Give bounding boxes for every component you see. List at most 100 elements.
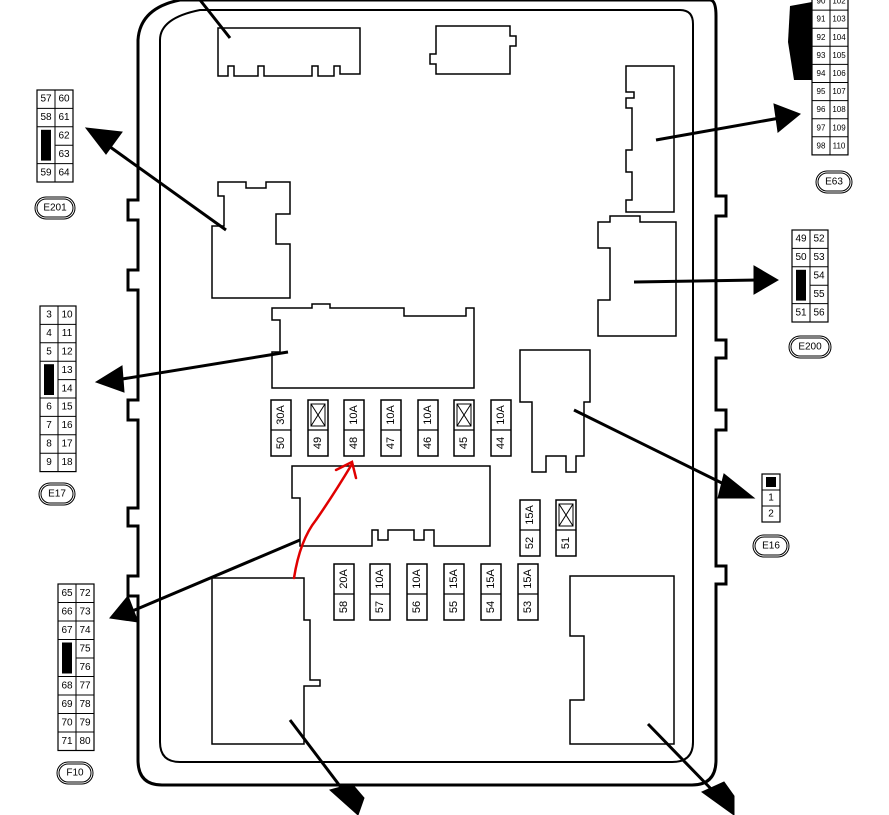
fuse-number-label: 55 bbox=[448, 601, 460, 613]
pin-label: 66 bbox=[61, 606, 73, 617]
pin-label: 98 bbox=[817, 141, 826, 150]
fuse-body bbox=[417, 399, 439, 457]
pin-label: 17 bbox=[61, 439, 73, 450]
pin-label: 73 bbox=[79, 606, 91, 617]
fuse-rating-label: 10A bbox=[348, 405, 360, 425]
pin-label: 59 bbox=[40, 167, 52, 178]
fuse-rating-label: 30A bbox=[275, 405, 287, 425]
fuse-body bbox=[380, 399, 402, 457]
empty-slot-icon bbox=[558, 503, 574, 527]
fuse-body bbox=[333, 563, 355, 621]
pin-label: 78 bbox=[79, 699, 91, 710]
connector-label-text: E16 bbox=[762, 541, 780, 552]
fuse-47: 10A 47 bbox=[380, 399, 402, 457]
housing-inner-outline bbox=[159, 9, 694, 763]
fuse-body bbox=[270, 399, 292, 457]
pin-label: 67 bbox=[61, 625, 73, 636]
pin-label: 95 bbox=[817, 87, 826, 96]
pin-label: 13 bbox=[61, 365, 73, 376]
fuse-rating-label: 20A bbox=[338, 569, 350, 589]
connector-label-text: E63 bbox=[825, 177, 843, 188]
fuse-number-label: 51 bbox=[560, 537, 572, 549]
red-annotation-arrow bbox=[292, 460, 358, 580]
relay-bottom-right bbox=[569, 575, 675, 745]
pin-label: 3 bbox=[46, 310, 52, 321]
arrow-bottom-right bbox=[646, 722, 735, 815]
pin-label: 55 bbox=[813, 289, 825, 300]
pin-label: 62 bbox=[58, 131, 70, 142]
pin-label: 63 bbox=[58, 149, 70, 160]
pointer-arrows bbox=[84, 0, 801, 815]
pin-label: 110 bbox=[833, 141, 846, 150]
fuse-body bbox=[406, 563, 428, 621]
pin-label: 71 bbox=[61, 736, 73, 747]
arrow-bottom-left bbox=[288, 719, 365, 815]
fuse-number-label: 46 bbox=[422, 437, 434, 449]
fuse-body bbox=[453, 399, 475, 457]
connector-key-block bbox=[44, 364, 54, 395]
fuse-rating-label: 10A bbox=[411, 569, 423, 589]
pin-label: 6 bbox=[46, 402, 52, 413]
pin-label: 102 bbox=[832, 0, 846, 6]
pin-label: 2 bbox=[768, 509, 774, 520]
pin-label: 94 bbox=[817, 69, 826, 78]
fuse-number-label: 49 bbox=[312, 437, 324, 449]
pin-label: 103 bbox=[832, 15, 846, 24]
fuse-body bbox=[555, 499, 577, 557]
relay-left bbox=[211, 181, 291, 299]
connector-key-block bbox=[41, 129, 51, 161]
arrow-f10 bbox=[109, 538, 301, 623]
pin-label: 64 bbox=[58, 167, 70, 178]
fuse-body bbox=[519, 499, 541, 557]
pin-label: 54 bbox=[813, 271, 825, 282]
pin-label: 9 bbox=[46, 457, 52, 468]
pin-label: 106 bbox=[832, 69, 846, 78]
relay-bottom-left bbox=[211, 577, 321, 745]
fuse-number-label: 58 bbox=[338, 601, 350, 613]
relay-center-large bbox=[271, 303, 475, 389]
pin-label: 18 bbox=[61, 457, 73, 468]
pin-label: 5 bbox=[46, 347, 52, 358]
fuse-rating-label: 10A bbox=[385, 405, 397, 425]
pin-label: 53 bbox=[813, 252, 825, 263]
pin-label: 10 bbox=[61, 310, 73, 321]
pin-label: 4 bbox=[46, 328, 52, 339]
pin-label: 108 bbox=[832, 105, 846, 114]
fuse-body bbox=[517, 563, 539, 621]
fuse-49: 49 bbox=[307, 399, 329, 457]
pin-label: 14 bbox=[61, 383, 73, 394]
fuse-number-label: 56 bbox=[411, 601, 423, 613]
pin-label: 109 bbox=[832, 123, 846, 132]
fuse-rating-label: 15A bbox=[524, 505, 536, 525]
relay-top-center bbox=[429, 25, 517, 75]
pin-label: 52 bbox=[813, 234, 825, 245]
fuse-number-label: 47 bbox=[385, 437, 397, 449]
empty-slot-icon bbox=[456, 403, 472, 427]
pin-label: 51 bbox=[795, 307, 807, 318]
arrow-e16 bbox=[573, 408, 756, 499]
pin-label: 97 bbox=[817, 123, 826, 132]
relay-right bbox=[597, 215, 677, 337]
pin-label: 72 bbox=[79, 588, 91, 599]
fuse-rating-label: 15A bbox=[522, 569, 534, 589]
connector-key-block bbox=[766, 477, 776, 487]
pin-label: 49 bbox=[795, 234, 807, 245]
connector-label-text: F10 bbox=[66, 768, 84, 779]
connector-key-block bbox=[788, 2, 812, 80]
pin-label: 16 bbox=[61, 420, 73, 431]
arrow-e201 bbox=[84, 127, 227, 232]
pin-label: 58 bbox=[40, 112, 52, 123]
connector-label-text: E17 bbox=[48, 489, 66, 500]
arrow-e63 bbox=[655, 103, 801, 142]
